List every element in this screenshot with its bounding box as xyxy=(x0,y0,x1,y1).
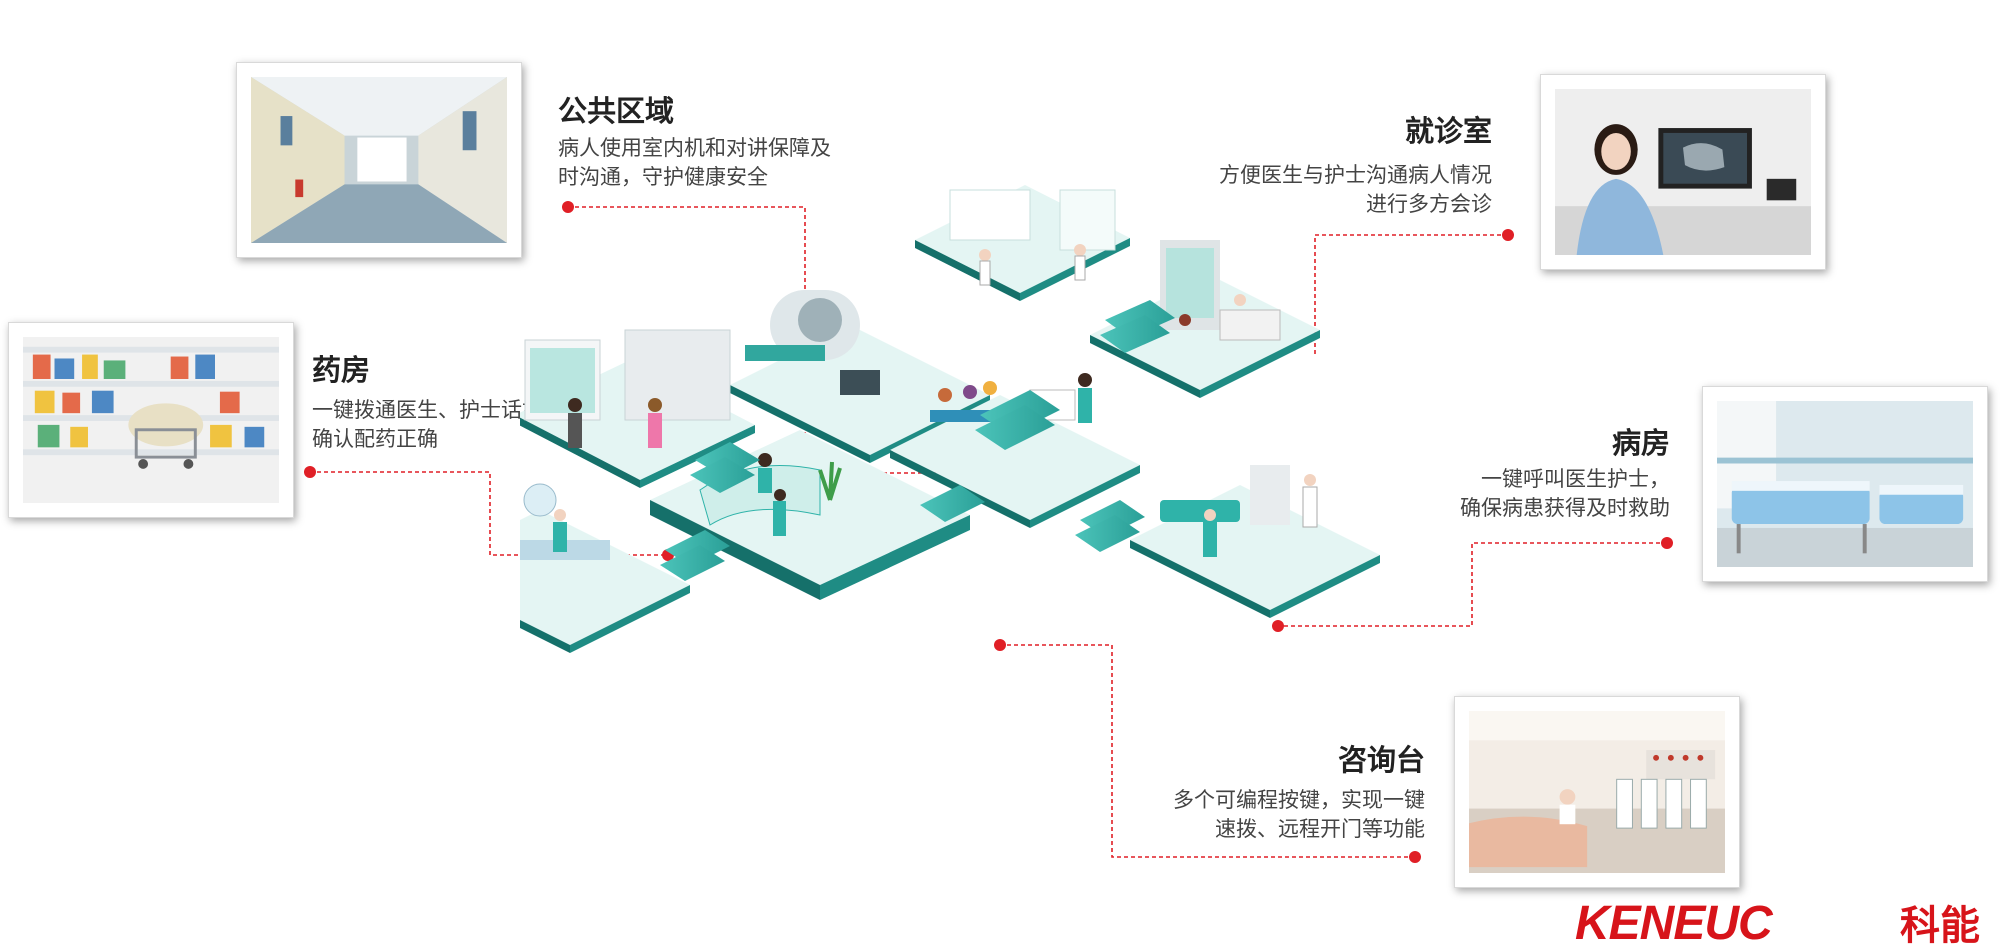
pharmacy-desc-2: 确认配药正确 xyxy=(312,428,438,451)
reception-photo xyxy=(1454,696,1740,888)
dot-ward-a xyxy=(1661,537,1673,549)
clinic-title: 就诊室 xyxy=(1404,116,1492,148)
dot-pharmacy-a xyxy=(304,466,316,478)
ward-desc-1: 一键呼叫医生护士， xyxy=(1481,468,1670,491)
floor-doctor-office xyxy=(1090,240,1320,398)
svg-text:科能: 科能 xyxy=(1900,903,1980,947)
floor-operating xyxy=(520,483,690,653)
ward-title: 病房 xyxy=(1611,428,1670,460)
ward-photo xyxy=(1702,386,1988,582)
doctor-photo xyxy=(1540,74,1826,270)
floor-pharmacy xyxy=(520,329,755,488)
public-area-title: 公共区域 xyxy=(558,96,675,128)
dot-clinic-a xyxy=(1502,229,1514,241)
corridor-photo xyxy=(236,62,522,258)
clinic-desc-1: 方便医生与护士沟通病人情况 xyxy=(1219,164,1492,187)
keneuc-logo: KENEUC 科能 xyxy=(1575,897,1980,947)
dot-info-a xyxy=(1409,851,1421,863)
floor-clinic-top xyxy=(915,185,1130,301)
ward-desc-2: 确保病患获得及时救助 xyxy=(1460,497,1670,520)
info-desk-desc-1: 多个可编程按键，实现一键 xyxy=(1173,789,1425,812)
info-desk-desc-2: 速拨、远程开门等功能 xyxy=(1215,818,1425,841)
pharmacy-title: 药房 xyxy=(312,355,371,387)
svg-text:KENEUC: KENEUC xyxy=(1575,897,1774,947)
public-area-desc-2: 时沟通，守护健康安全 xyxy=(558,166,768,189)
pharmacy-photo xyxy=(8,322,294,518)
stairs xyxy=(660,300,1175,581)
isometric-hospital xyxy=(520,185,1380,653)
clinic-desc-2: 进行多方会诊 xyxy=(1366,193,1492,216)
floor-mri xyxy=(730,290,990,463)
public-area-desc-1: 病人使用室内机和对讲保障及 xyxy=(558,137,831,160)
info-desk-title: 咨询台 xyxy=(1337,745,1425,777)
floor-ward xyxy=(1130,465,1380,618)
pharmacy-desc-1: 一键拨通医生、护士话机， xyxy=(312,399,564,422)
